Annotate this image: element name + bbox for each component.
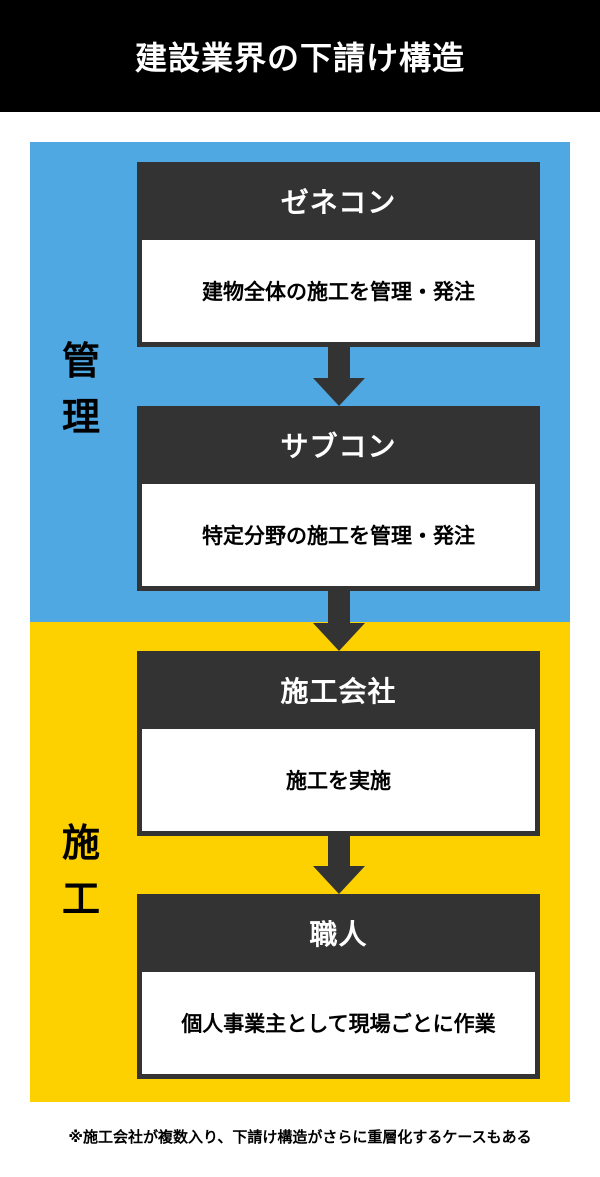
level-role: 個人事業主として現場ごとに作業 (142, 972, 535, 1074)
footnote: ※施工会社が複数入り、下請け構造がさらに重層化するケースもある (68, 1128, 532, 1146)
construction-label-char-2: 工 (61, 877, 100, 921)
level-craftsman: 職人 個人事業主として現場ごとに作業 (137, 894, 540, 1079)
level-name: 施工会社 (280, 675, 397, 708)
management-label-char-1: 管 (61, 339, 100, 383)
construction-label: 施 工 (51, 815, 111, 927)
level-role: 施工を実施 (142, 729, 535, 831)
management-label: 管 理 (51, 333, 111, 445)
level-role: 特定分野の施工を管理・発注 (142, 484, 535, 586)
level-name: ゼネコン (280, 186, 397, 219)
level-name: サブコン (280, 430, 397, 463)
page-title: 建設業界の下請け構造 (0, 0, 600, 112)
construction-label-char-1: 施 (61, 821, 100, 865)
level-role: 建物全体の施工を管理・発注 (142, 240, 535, 342)
down-arrow-icon (313, 347, 365, 406)
management-label-char-2: 理 (61, 395, 100, 439)
level-construction-company: 施工会社 施工を実施 (137, 651, 540, 836)
level-subcontractor: サブコン 特定分野の施工を管理・発注 (137, 406, 540, 591)
level-general-contractor: ゼネコン 建物全体の施工を管理・発注 (137, 162, 540, 347)
level-name: 職人 (309, 918, 368, 951)
down-arrow-icon (313, 591, 365, 651)
down-arrow-icon (313, 836, 365, 894)
